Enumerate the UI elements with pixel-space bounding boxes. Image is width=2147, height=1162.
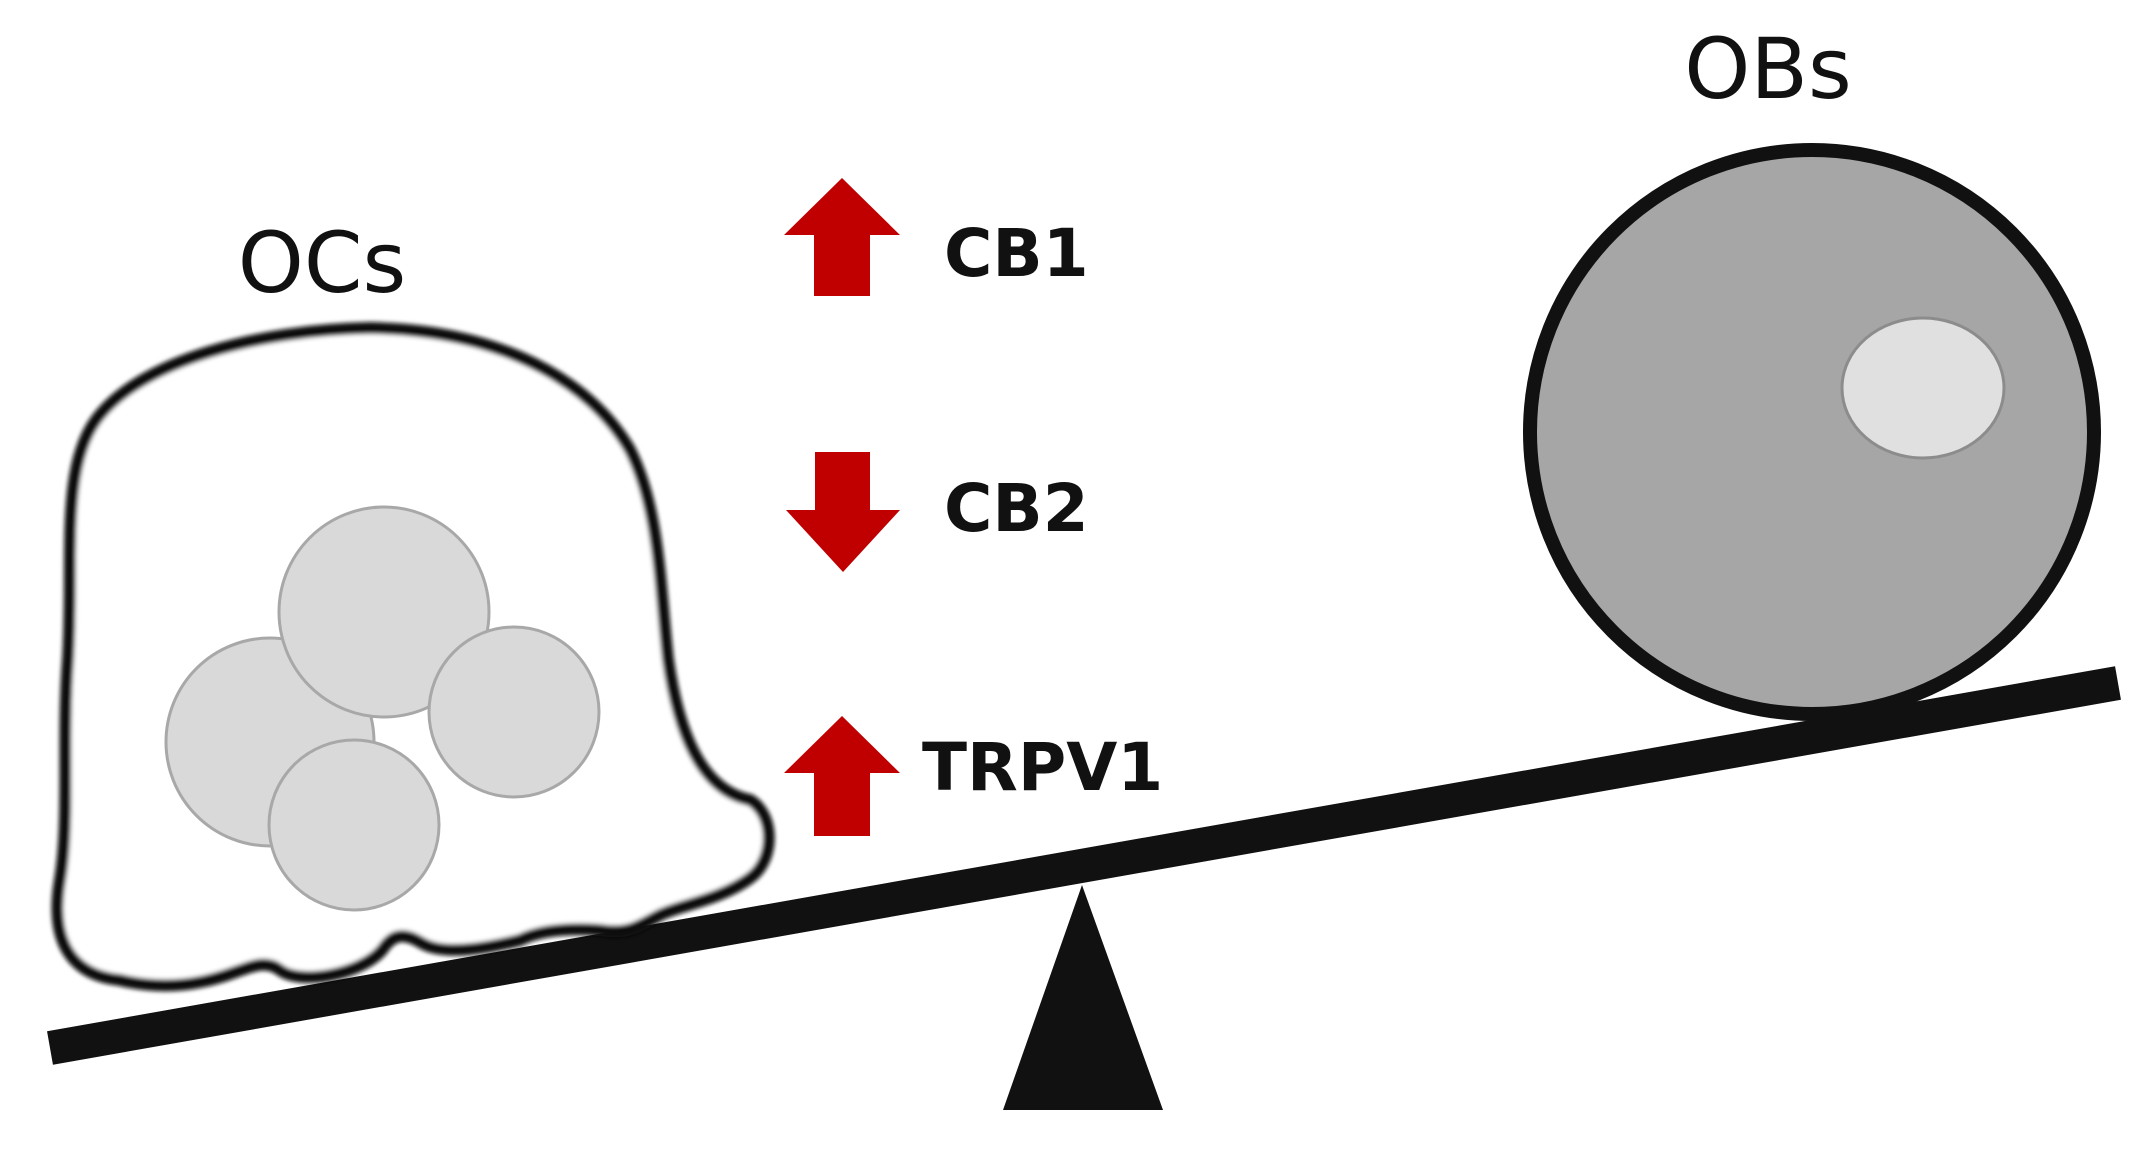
osteoclast-cell <box>51 322 775 992</box>
osteoclast-nucleus <box>277 505 491 719</box>
osteoblast-nucleus <box>1840 316 2006 460</box>
osteoblast-cell <box>1523 143 2101 721</box>
fulcrum <box>1003 885 1163 1110</box>
cb2-label: CB2 <box>944 470 1089 547</box>
osteoclast-nucleus <box>427 625 601 799</box>
trpv1-up-arrow <box>784 716 900 836</box>
osteoclast-label: OCs <box>238 214 407 312</box>
osteoclast-nucleus <box>267 738 441 912</box>
cb1-up-arrow <box>784 178 900 296</box>
seesaw-beam <box>47 666 2121 1065</box>
osteoblast-body <box>1523 143 2101 721</box>
trpv1-label: TRPV1 <box>922 729 1163 806</box>
cb2-down-arrow <box>786 452 900 572</box>
cb1-label: CB1 <box>944 215 1089 292</box>
osteoblast-label: OBs <box>1684 20 1852 118</box>
